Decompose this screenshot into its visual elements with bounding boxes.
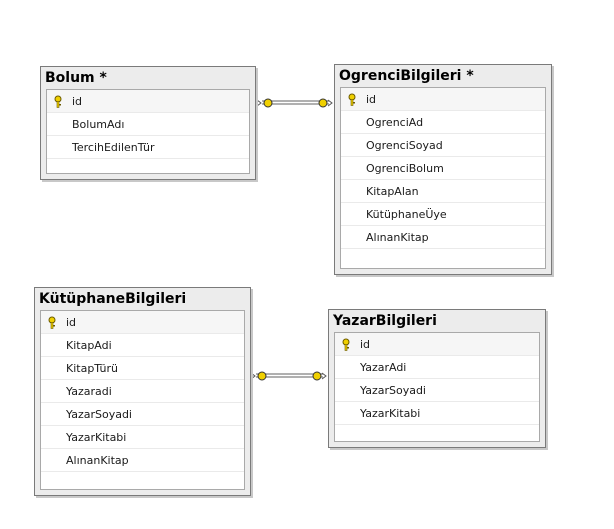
table-title[interactable]: OgrenciBilgileri *: [339, 68, 474, 84]
column-list: id KitapAdi KitapTürü Yazaradi YazarSoya…: [40, 310, 245, 490]
column-row[interactable]: id: [47, 90, 249, 113]
column-list: id YazarAdi YazarSoyadi YazarKitabi: [334, 332, 540, 442]
column-row[interactable]: YazarKitabi: [41, 426, 244, 449]
column-row[interactable]: YazarSoyadi: [335, 379, 539, 402]
column-name: id: [360, 338, 371, 351]
column-name: AlınanKitap: [66, 454, 129, 467]
table-title[interactable]: YazarBilgileri: [333, 313, 437, 329]
column-row[interactable]: YazarAdi: [335, 356, 539, 379]
key-icon: [342, 338, 350, 351]
column-row[interactable]: OgrenciSoyad: [341, 134, 545, 157]
table-title[interactable]: KütüphaneBilgileri: [39, 291, 187, 307]
column-name: YazarAdi: [360, 361, 407, 374]
column-name: id: [72, 95, 83, 108]
column-name: id: [366, 93, 377, 106]
column-name: YazarKitabi: [66, 431, 127, 444]
column-row[interactable]: id: [335, 333, 539, 356]
column-name: YazarSoyadi: [66, 408, 132, 421]
column-name: OgrenciSoyad: [366, 139, 443, 152]
table-yazar-bilgileri[interactable]: YazarBilgileri id YazarAdi YazarSoyadi Y…: [328, 309, 546, 448]
column-row[interactable]: id: [341, 88, 545, 111]
column-row[interactable]: AlınanKitap: [341, 226, 545, 249]
column-list: id BolumAdı TercihEdilenTür: [46, 89, 250, 174]
table-kutuphane-bilgileri[interactable]: KütüphaneBilgileri id KitapAdi KitapTürü…: [34, 287, 251, 496]
column-row[interactable]: KütüphaneÜye: [341, 203, 545, 226]
column-row[interactable]: YazarKitabi: [335, 402, 539, 425]
key-endpoint-icon: [256, 98, 273, 108]
column-name: BolumAdı: [72, 118, 125, 131]
column-row[interactable]: OgrenciBolum: [341, 157, 545, 180]
column-row[interactable]: YazarSoyadi: [41, 403, 244, 426]
key-icon: [348, 93, 356, 106]
key-endpoint-icon: [318, 98, 333, 108]
column-name: KitapAdi: [66, 339, 112, 352]
column-name: OgrenciBolum: [366, 162, 444, 175]
column-row[interactable]: TercihEdilenTür: [47, 136, 249, 159]
key-endpoint-icon: [250, 371, 267, 381]
key-icon: [48, 316, 56, 329]
column-name: id: [66, 316, 77, 329]
column-name: KitapAlan: [366, 185, 419, 198]
column-name: YazarSoyadi: [360, 384, 426, 397]
column-name: AlınanKitap: [366, 231, 429, 244]
column-name: KütüphaneÜye: [366, 208, 447, 221]
column-list: id OgrenciAd OgrenciSoyad OgrenciBolum K…: [340, 87, 546, 269]
column-row[interactable]: KitapAlan: [341, 180, 545, 203]
column-name: Yazaradi: [66, 385, 112, 398]
table-title[interactable]: Bolum *: [45, 70, 107, 86]
column-row[interactable]: KitapAdi: [41, 334, 244, 357]
column-row[interactable]: BolumAdı: [47, 113, 249, 136]
column-name: TercihEdilenTür: [72, 141, 155, 154]
key-icon: [54, 95, 62, 108]
column-row[interactable]: KitapTürü: [41, 357, 244, 380]
key-endpoint-icon: [312, 371, 327, 381]
table-bolum[interactable]: Bolum * id BolumAdı TercihEdilenTür: [40, 66, 256, 180]
column-row[interactable]: OgrenciAd: [341, 111, 545, 134]
table-ogrenci-bilgileri[interactable]: OgrenciBilgileri * id OgrenciAd OgrenciS…: [334, 64, 552, 275]
column-name: OgrenciAd: [366, 116, 424, 129]
column-row[interactable]: Yazaradi: [41, 380, 244, 403]
relationship-bolum-ogrenci[interactable]: [256, 98, 333, 108]
column-row[interactable]: id: [41, 311, 244, 334]
column-name: KitapTürü: [66, 362, 118, 375]
column-row[interactable]: AlınanKitap: [41, 449, 244, 472]
relationship-kutuphane-yazar[interactable]: [250, 371, 327, 381]
column-name: YazarKitabi: [360, 407, 421, 420]
